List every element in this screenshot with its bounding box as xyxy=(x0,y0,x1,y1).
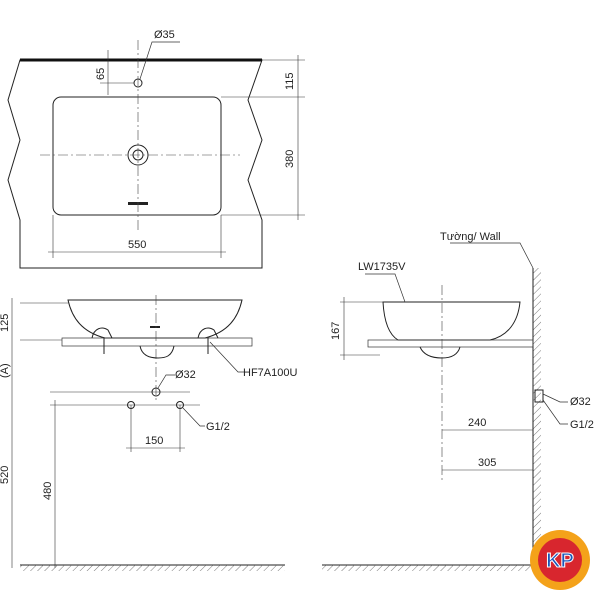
logo-inner xyxy=(538,538,582,582)
supply-dim-text: G1/2 xyxy=(206,421,230,433)
side-basin xyxy=(382,301,521,341)
wall-label: Tường/ Wall xyxy=(440,231,501,243)
side-floor-hatch xyxy=(322,565,533,571)
dim-115-text: 115 xyxy=(284,72,296,90)
dim-125-text: 125 xyxy=(0,314,11,332)
side-waste-leader xyxy=(542,393,568,403)
label-a-text: (A) xyxy=(0,363,11,378)
side-supply-leader xyxy=(542,399,568,425)
faucet-hole-leader xyxy=(139,41,180,80)
model-label: LW1735V xyxy=(358,261,406,273)
front-drain xyxy=(139,345,175,359)
drain-part-leader xyxy=(209,341,245,373)
dim-550-text: 550 xyxy=(128,239,146,251)
dim-480-text: 480 xyxy=(42,482,54,500)
waste-pipe xyxy=(151,387,161,397)
waste-leader xyxy=(157,374,175,389)
dim-380-text: 380 xyxy=(284,150,296,168)
side-view: Tường/ Wall LW1735V 167 Ø32 G1/2 240 305 xyxy=(322,231,594,571)
side-counter xyxy=(367,339,534,348)
model-leader xyxy=(365,273,406,303)
side-waste-text: Ø32 xyxy=(570,396,591,408)
dim-65-text: 65 xyxy=(95,68,107,80)
dim-520-text: 520 xyxy=(0,466,11,484)
basin-outline xyxy=(52,96,222,216)
dim-150-text: 150 xyxy=(145,435,163,447)
front-floor-hatch xyxy=(20,565,285,571)
drain-part-label: HF7A100U xyxy=(243,367,297,379)
dim-167-text: 167 xyxy=(330,322,342,340)
front-overflow xyxy=(150,326,160,328)
front-view: 125 (A) HF7A100U Ø32 G1/2 150 480 520 xyxy=(0,295,297,571)
wall-leader xyxy=(450,242,534,269)
dim-240-text: 240 xyxy=(468,417,486,429)
wall-hatch xyxy=(533,268,541,568)
supply-leader xyxy=(182,407,205,427)
top-view: Ø35 65 115 380 550 xyxy=(7,29,305,269)
wall-outlet xyxy=(534,389,544,403)
clamp-right xyxy=(197,327,219,339)
logo-text: KP xyxy=(546,550,574,572)
side-supply-text: G1/2 xyxy=(570,419,594,431)
faucet-hole-dim: Ø35 xyxy=(154,29,175,41)
clamp-left xyxy=(91,327,113,339)
front-counter xyxy=(61,337,253,347)
dim-305-text: 305 xyxy=(478,457,496,469)
kp-logo: KP xyxy=(530,530,590,590)
waste-dim-text: Ø32 xyxy=(175,369,196,381)
counter-outline xyxy=(7,59,263,269)
side-drain xyxy=(419,346,461,359)
